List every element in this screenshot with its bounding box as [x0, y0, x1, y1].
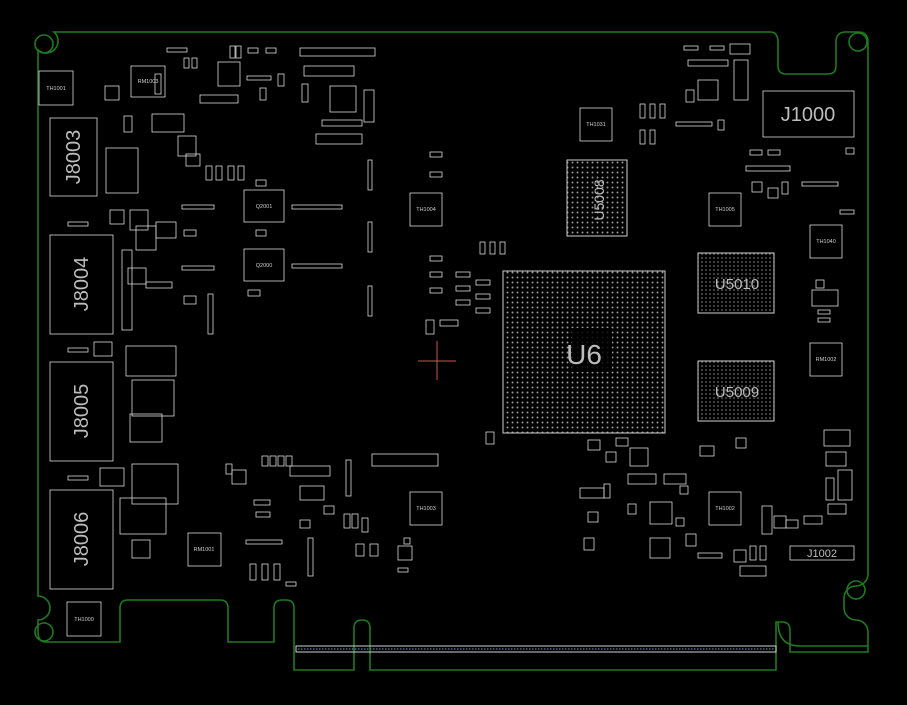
th1004-label: TH1004: [416, 207, 436, 213]
part-th1040[interactable]: TH1040: [809, 224, 843, 259]
rm1003-label: RM1003: [138, 79, 159, 85]
board-outline: [37, 31, 869, 671]
cursor-crosshair: [418, 341, 456, 380]
th1002-label: TH1002: [715, 506, 735, 512]
chip-u5010[interactable]: U5010: [697, 252, 775, 314]
board-slot-right: [777, 621, 868, 647]
mount-hole-br: [846, 580, 866, 600]
connector-j8004[interactable]: J8004: [49, 234, 114, 335]
mount-hole-tl: [34, 34, 54, 54]
q2000-label: Q2000: [256, 263, 273, 269]
connector-j1000[interactable]: J1000: [762, 90, 855, 138]
u5010-label: U5010: [715, 276, 759, 293]
small-components: [67, 43, 855, 587]
u5009-label: U5009: [715, 384, 759, 401]
chip-u5008[interactable]: U5008: [566, 159, 628, 237]
connector-j8006[interactable]: J8006: [49, 489, 114, 590]
part-th1005[interactable]: TH1005: [708, 192, 742, 227]
th1005-label: TH1005: [715, 207, 735, 213]
j1000-label: J1000: [781, 104, 836, 126]
connector-j8005[interactable]: J8005: [49, 361, 114, 462]
j8005-label: J8005: [71, 384, 93, 439]
th1040-label: TH1040: [816, 239, 836, 245]
j1002-label: J1002: [807, 548, 837, 560]
th1001-label: TH1001: [46, 86, 66, 92]
th1000-label: TH1000: [74, 617, 94, 623]
mount-hole-bl: [34, 622, 54, 642]
part-th1001[interactable]: TH1001: [38, 70, 74, 106]
part-th1003[interactable]: TH1003: [409, 491, 443, 526]
part-th1031[interactable]: TH1031: [579, 107, 613, 142]
part-q2001[interactable]: Q2001: [243, 189, 285, 223]
j8004-label: J8004: [71, 257, 93, 312]
part-th1000[interactable]: TH1000: [66, 601, 102, 637]
chip-u6[interactable]: U6: [502, 270, 666, 434]
part-rm1003[interactable]: RM1003: [130, 65, 166, 98]
part-th1004[interactable]: TH1004: [409, 192, 443, 227]
th1003-label: TH1003: [416, 506, 436, 512]
j8006-label: J8006: [71, 512, 93, 567]
u6-label: U6: [566, 339, 602, 370]
part-rm1001[interactable]: RM1001: [187, 532, 222, 567]
edge-connector: [295, 645, 777, 653]
u5008-label: U5008: [591, 179, 607, 220]
rm1001-label: RM1001: [194, 547, 215, 553]
mount-hole-tr: [848, 32, 868, 52]
rm1002-label: RM1002: [816, 357, 837, 363]
connector-j8003[interactable]: J8003: [49, 117, 98, 197]
q2001-label: Q2001: [256, 204, 273, 210]
connector-j1002[interactable]: J1002: [789, 545, 855, 561]
part-q2000[interactable]: Q2000: [243, 248, 285, 282]
j8003-label: J8003: [63, 130, 85, 185]
part-th1002[interactable]: TH1002: [708, 491, 742, 526]
th1031-label: TH1031: [586, 122, 606, 128]
part-rm1002[interactable]: RM1002: [809, 342, 843, 377]
chip-u5009[interactable]: U5009: [697, 360, 775, 422]
